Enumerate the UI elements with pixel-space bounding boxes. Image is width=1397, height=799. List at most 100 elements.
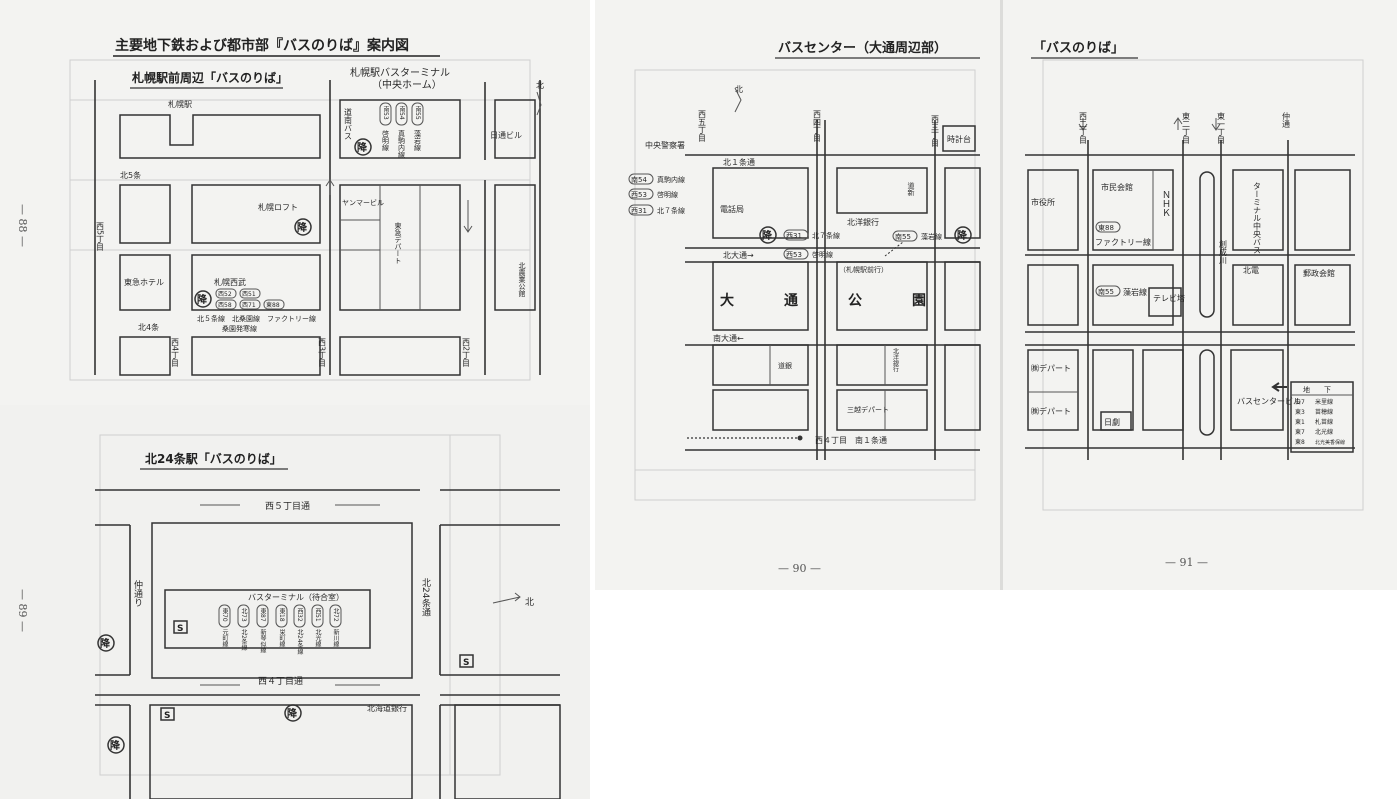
stop-route-name-1: 啓明線 xyxy=(812,250,833,259)
route-tag-0: 東88 xyxy=(1098,223,1114,232)
city-blocks xyxy=(119,99,536,376)
stop-route-name-0: 北７条線 xyxy=(812,231,840,240)
route-tag-seibu-0: 西52 xyxy=(218,291,232,298)
label-line-names-2: 桑園発寒線 xyxy=(222,324,257,333)
subway-icon-1: S xyxy=(463,658,469,668)
label-nishi2: 西二丁目 xyxy=(1079,112,1088,145)
route-tag-5: 西51 xyxy=(314,608,321,622)
label-tokyu-dept: 東急デパート xyxy=(394,221,402,264)
label-hokuyo2: 北洋銀行 xyxy=(892,347,899,373)
label-factory: ファクトリー線 xyxy=(1095,237,1151,247)
route-tags-seibu: 西52 西51 西58 西71 東88 xyxy=(215,288,285,310)
alight-icon-0: 降 xyxy=(100,637,111,650)
roads xyxy=(685,120,980,460)
label-sapporo-station: 札幌駅 xyxy=(168,99,192,109)
alight-icon-2: 降 xyxy=(197,293,208,306)
route-tag-seibu-4: 東88 xyxy=(266,301,280,309)
page88-header: 主要地下鉄および都市部『バスのりば』案内図 xyxy=(115,37,409,54)
legend-tag-2: 西31 xyxy=(631,207,647,215)
ug-name-3: 北光線 xyxy=(1315,428,1333,436)
ug-tag-4: 東8 xyxy=(1295,438,1305,446)
label-kita5jo: 北5条 xyxy=(120,170,141,180)
underground-routes-panel: 地 下 白7 米里線 東3 苗穂線 東1 札苗線 東7 北光線 東8 北光美香保… xyxy=(1290,381,1354,453)
route-name-3: 栄町線 xyxy=(278,628,285,647)
label-kita24-street: 北24条通 xyxy=(420,578,431,617)
alight-marks: 降 降 降 xyxy=(194,138,372,308)
legend-tag-1: 西53 xyxy=(631,191,647,199)
route-tag-1: 南55 xyxy=(1098,287,1114,296)
label-clock-tower: 時計台 xyxy=(947,134,971,144)
page-number-88: — 88 — xyxy=(16,204,29,247)
page91-header: 「バスのりば」 xyxy=(1033,40,1124,56)
route-name-1: 北2条線 xyxy=(240,628,247,651)
route-name-top-0: 啓明線 xyxy=(382,129,390,151)
ug-tag-2: 東1 xyxy=(1295,418,1305,426)
label-nishi3: 西3丁目 xyxy=(318,338,327,368)
label-loft: 札幌ロフト xyxy=(258,202,298,212)
page-number-90: — 90 — xyxy=(778,562,821,575)
route-name-4: 北24条線 xyxy=(296,628,303,655)
roads xyxy=(1025,140,1355,460)
label-nhk: ＮＨＫ xyxy=(1160,190,1170,217)
city-blocks xyxy=(149,522,561,799)
legend-tag-0: 南54 xyxy=(631,175,647,184)
alight-icon-1: 降 xyxy=(957,229,968,242)
label-bus-center: バスセンタービル xyxy=(1237,397,1301,406)
label-hokkaido-bank: 北海道銀行 xyxy=(367,703,407,713)
label-kitaguchi-koen: 北農業公館 xyxy=(518,262,526,298)
map-page-89: 北24条駅「バスのりば」 西５ xyxy=(0,405,590,799)
faint-background xyxy=(99,434,501,776)
label-post: 郵政会館 xyxy=(1303,268,1335,278)
label-sosei: 創成川 xyxy=(1219,239,1228,264)
terminal-name: 札幌駅バスターミナル xyxy=(350,66,450,79)
route-name-2: 新琴似線 xyxy=(259,628,266,653)
alight-marks: 降 降 降 xyxy=(97,634,302,754)
label-north: 北 xyxy=(525,597,534,608)
label-city-hall: 市役所 xyxy=(1031,197,1055,207)
label-terminal: ターミナル中央バス xyxy=(1253,182,1262,254)
stop-route-name-2: 藻岩線 xyxy=(921,232,942,241)
ug-name-2: 札苗線 xyxy=(1315,418,1333,426)
route-name-6: 新川線 xyxy=(332,628,339,647)
alight-marks: 降 降 xyxy=(759,226,972,244)
label-nissei-bldg: 日通ビル xyxy=(490,130,522,140)
route-tag-0: 東70 xyxy=(221,607,228,622)
stop-route-tag-0: 西31 xyxy=(786,232,802,240)
ug-name-1: 苗穂線 xyxy=(1315,408,1333,416)
alight-icon-0: 降 xyxy=(762,229,773,242)
label-nishi4-street: 西４丁目通 xyxy=(258,676,303,687)
label-dept1: ㈱デパート xyxy=(1031,363,1071,373)
label-sapporo-eki-mae: （札幌駅前行） xyxy=(839,265,888,274)
label-police: 中央警察署 xyxy=(645,140,685,150)
label-kita4jo: 北4条 xyxy=(138,322,159,332)
route-tags: 東70 北73 東87 東18 西32 西51 北72 元町線 北2条線 新琴似… xyxy=(218,604,342,655)
underground-title: 地 下 xyxy=(1303,385,1331,394)
alight-icon-0: 降 xyxy=(357,141,368,154)
route-name-5: 北光線 xyxy=(314,628,321,647)
stop-route-tag-1: 西53 xyxy=(786,251,802,259)
label-tokyu-hotel: 東急ホテル xyxy=(124,277,164,287)
label-nichigeki: 日劇 xyxy=(1104,417,1120,427)
route-tag-1: 北73 xyxy=(240,607,247,622)
page-number-91: — 91 — xyxy=(1165,556,1208,569)
route-tags: 東88 南55 xyxy=(1095,221,1121,297)
stop-route-tag-2: 南55 xyxy=(895,232,911,241)
legend: 南54 西53 西31 真駒内線 啓明線 北７条線 xyxy=(628,173,685,216)
subway-icon-2: S xyxy=(164,711,170,721)
map-page-88: 主要地下鉄および都市部『バスのりば』案内図 札幌駅前周辺「バスのりば」 札幌駅バ… xyxy=(0,0,590,405)
label-dogin: 道銀 xyxy=(778,361,792,370)
city-blocks xyxy=(1027,169,1351,431)
ug-tag-1: 東3 xyxy=(1295,408,1305,416)
terminal-name: バスターミナル（待合室） xyxy=(248,592,344,602)
alight-icon-2: 降 xyxy=(110,739,121,752)
label-hokuden: 北電 xyxy=(1243,266,1259,275)
label-nishi5: 西5丁目 xyxy=(96,222,105,252)
label-hokuyo-bank: 北洋銀行 xyxy=(847,217,879,227)
label-north: 北 xyxy=(735,85,743,94)
route-name-0: 元町線 xyxy=(221,629,228,647)
label-north: 北 xyxy=(536,81,544,90)
route-tag-2: 東87 xyxy=(259,607,266,622)
route-tags-top: 南53 南54 南55 啓明線 真駒内線 藻岩線 xyxy=(379,102,424,158)
route-tag-seibu-3: 西71 xyxy=(242,302,256,309)
city-blocks xyxy=(712,125,981,431)
